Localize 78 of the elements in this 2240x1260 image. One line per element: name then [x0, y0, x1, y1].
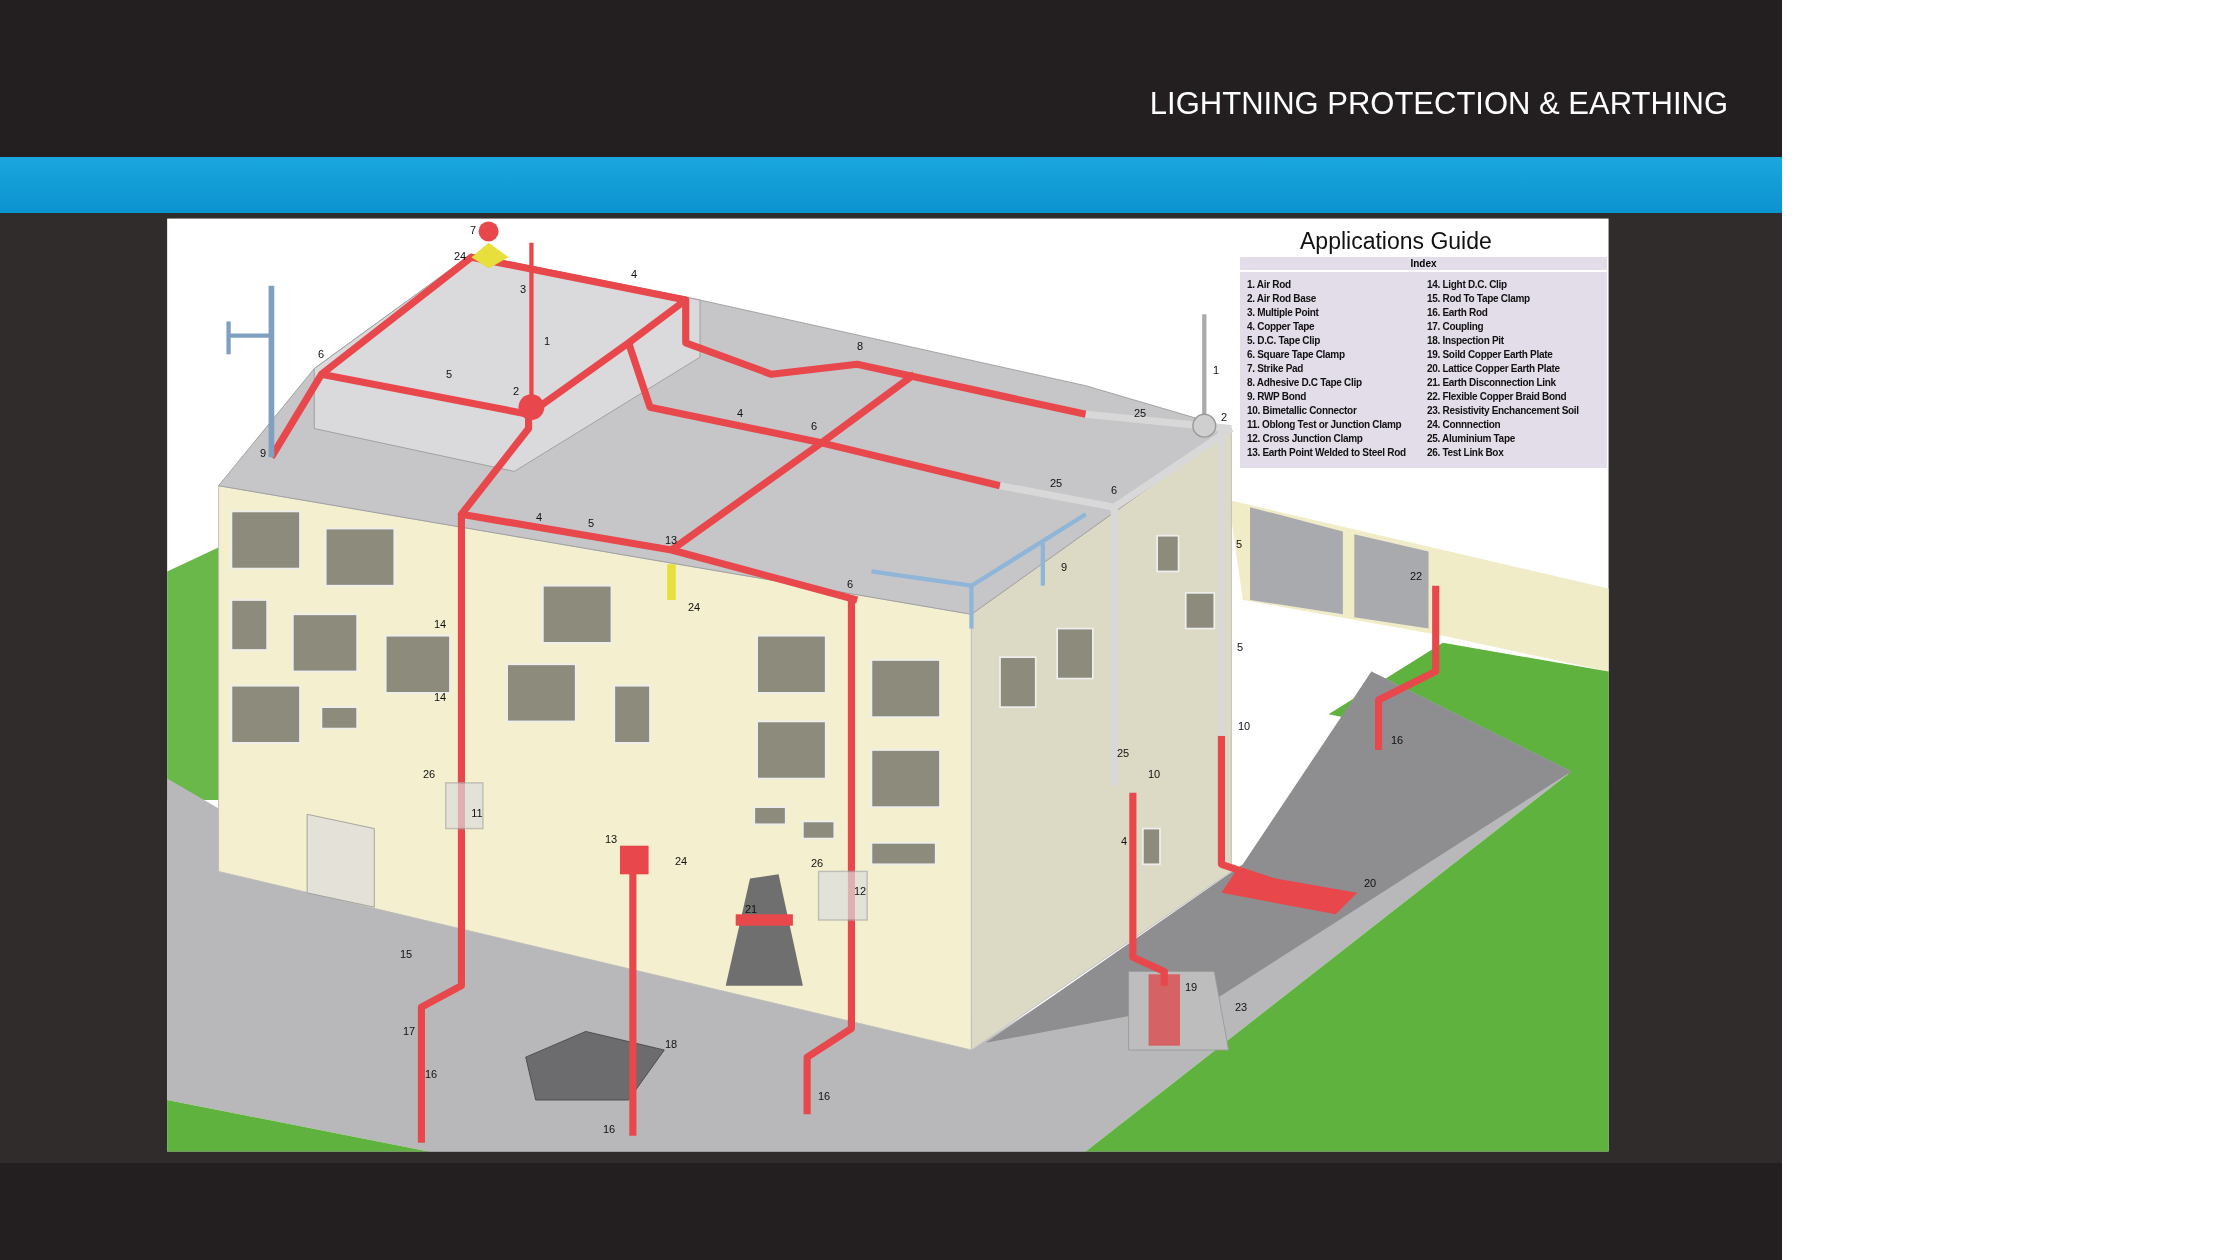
- callout-number: 26: [422, 768, 436, 780]
- callout-number: 4: [736, 407, 744, 419]
- index-entry: 21. Earth Disconnection Link: [1427, 378, 1556, 388]
- index-entry: 15. Rod To Tape Clamp: [1427, 294, 1530, 304]
- callout-number: 3: [519, 283, 527, 295]
- callout-number: 2: [512, 385, 520, 397]
- callout-number: 25: [1116, 747, 1130, 759]
- callout-number: 6: [317, 348, 325, 360]
- callout-number: 12: [853, 885, 867, 897]
- callout-number: 10: [1237, 720, 1251, 732]
- callout-number: 5: [445, 368, 453, 380]
- callout-number: 16: [602, 1123, 616, 1135]
- index-entry: 6. Square Tape Clamp: [1247, 350, 1345, 360]
- callout-number: 8: [856, 340, 864, 352]
- index-entry: 9. RWP Bond: [1247, 392, 1307, 402]
- index-entry: 8. Adhesive D.C Tape Clip: [1247, 378, 1362, 388]
- page-title: LIGHTNING PROTECTION & EARTHING: [1149, 88, 1728, 119]
- index-entry: 7. Strike Pad: [1247, 364, 1304, 374]
- callout-number: 25: [1049, 477, 1063, 489]
- index-entry: 4. Copper Tape: [1247, 322, 1315, 332]
- index-header: Index: [1240, 257, 1607, 270]
- index-entry: 23. Resistivity Enchancement Soil: [1427, 406, 1579, 416]
- callout-number: 22: [1409, 570, 1423, 582]
- callout-number: 14: [433, 691, 447, 703]
- callout-number: 9: [259, 447, 267, 459]
- callout-number: 24: [687, 601, 701, 613]
- guide-heading: Applications Guide: [1300, 230, 1492, 253]
- callout-number: 18: [664, 1038, 678, 1050]
- index-entry: 19. Soild Copper Earth Plate: [1427, 350, 1553, 360]
- callout-number: 5: [1236, 641, 1244, 653]
- index-entry: 26. Test Link Box: [1427, 448, 1504, 458]
- callout-number: 26: [810, 857, 824, 869]
- index-entry: 20. Lattice Copper Earth Plate: [1427, 364, 1560, 374]
- callout-number: 6: [846, 578, 854, 590]
- index-entry: 5. D.C. Tape Clip: [1247, 336, 1321, 346]
- callout-number: 1: [1212, 364, 1220, 376]
- callout-number: 14: [433, 618, 447, 630]
- callout-number: 6: [1110, 484, 1118, 496]
- callout-number: 21: [744, 903, 758, 915]
- callout-number: 16: [1390, 734, 1404, 746]
- callout-number: 6: [810, 420, 818, 432]
- callout-number: 19: [1184, 981, 1198, 993]
- index-entry: 12. Cross Junction Clamp: [1247, 434, 1363, 444]
- callout-number: 15: [399, 948, 413, 960]
- callout-number: 1: [543, 335, 551, 347]
- callout-number: 17: [402, 1025, 416, 1037]
- index-entry: 14. Light D.C. Clip: [1427, 280, 1507, 290]
- index-entry: 16. Earth Rod: [1427, 308, 1488, 318]
- callout-number: 4: [1120, 835, 1128, 847]
- callout-number: 23: [1234, 1001, 1248, 1013]
- callout-number: 20: [1363, 877, 1377, 889]
- callout-number: 2: [1220, 411, 1228, 423]
- index-entry: 25. Aluminium Tape: [1427, 434, 1515, 444]
- callout-number: 4: [630, 268, 638, 280]
- index-entry: 13. Earth Point Welded to Steel Rod: [1247, 448, 1406, 458]
- callout-number: 10: [1147, 768, 1161, 780]
- callout-number: 11: [471, 807, 483, 819]
- callout-number: 24: [674, 855, 688, 867]
- index-entry: 3. Multiple Point: [1247, 308, 1319, 318]
- callout-number: 4: [535, 511, 543, 523]
- index-entry: 17. Coupling: [1427, 322, 1484, 332]
- callout-number: 7: [469, 224, 477, 236]
- index-entry: 24. Connnection: [1427, 420, 1501, 430]
- callout-number: 25: [1133, 407, 1147, 419]
- index-entry: 18. Inspection Pit: [1427, 336, 1504, 346]
- callout-number: 16: [817, 1090, 831, 1102]
- callout-number: 9: [1060, 561, 1068, 573]
- index-entry: 10. Bimetallic Connector: [1247, 406, 1357, 416]
- callout-number: 13: [604, 833, 618, 845]
- callout-number: 5: [587, 517, 595, 529]
- callout-number: 5: [1235, 538, 1243, 550]
- callout-number: 16: [424, 1068, 438, 1080]
- callout-number: 24: [453, 250, 467, 262]
- callout-number: 13: [664, 534, 678, 546]
- index-entry: 2. Air Rod Base: [1247, 294, 1317, 304]
- index-entry: 1. Air Rod: [1247, 280, 1291, 290]
- index-entry: 22. Flexible Copper Braid Bond: [1427, 392, 1567, 402]
- index-entry: 11. Oblong Test or Junction Clamp: [1247, 420, 1402, 430]
